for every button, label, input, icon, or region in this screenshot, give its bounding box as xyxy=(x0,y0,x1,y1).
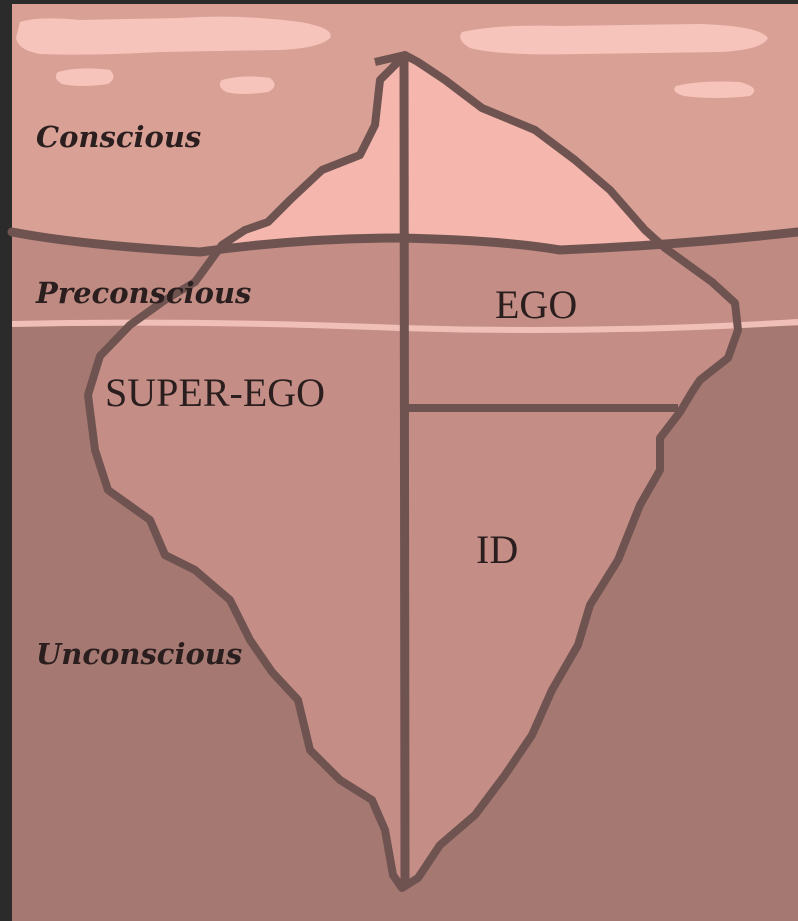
cloud xyxy=(56,68,114,86)
cloud xyxy=(220,76,275,94)
label-ego: EGO xyxy=(495,282,577,327)
vertical-divider xyxy=(404,60,405,884)
label-unconscious: Unconscious xyxy=(36,637,242,671)
cloud xyxy=(674,82,754,99)
cloud xyxy=(460,24,768,54)
label-conscious: Conscious xyxy=(36,120,201,154)
label-superego: SUPER-EGO xyxy=(105,370,325,415)
cloud xyxy=(16,17,331,55)
label-preconscious: Preconscious xyxy=(35,276,251,310)
label-id: ID xyxy=(476,527,518,572)
